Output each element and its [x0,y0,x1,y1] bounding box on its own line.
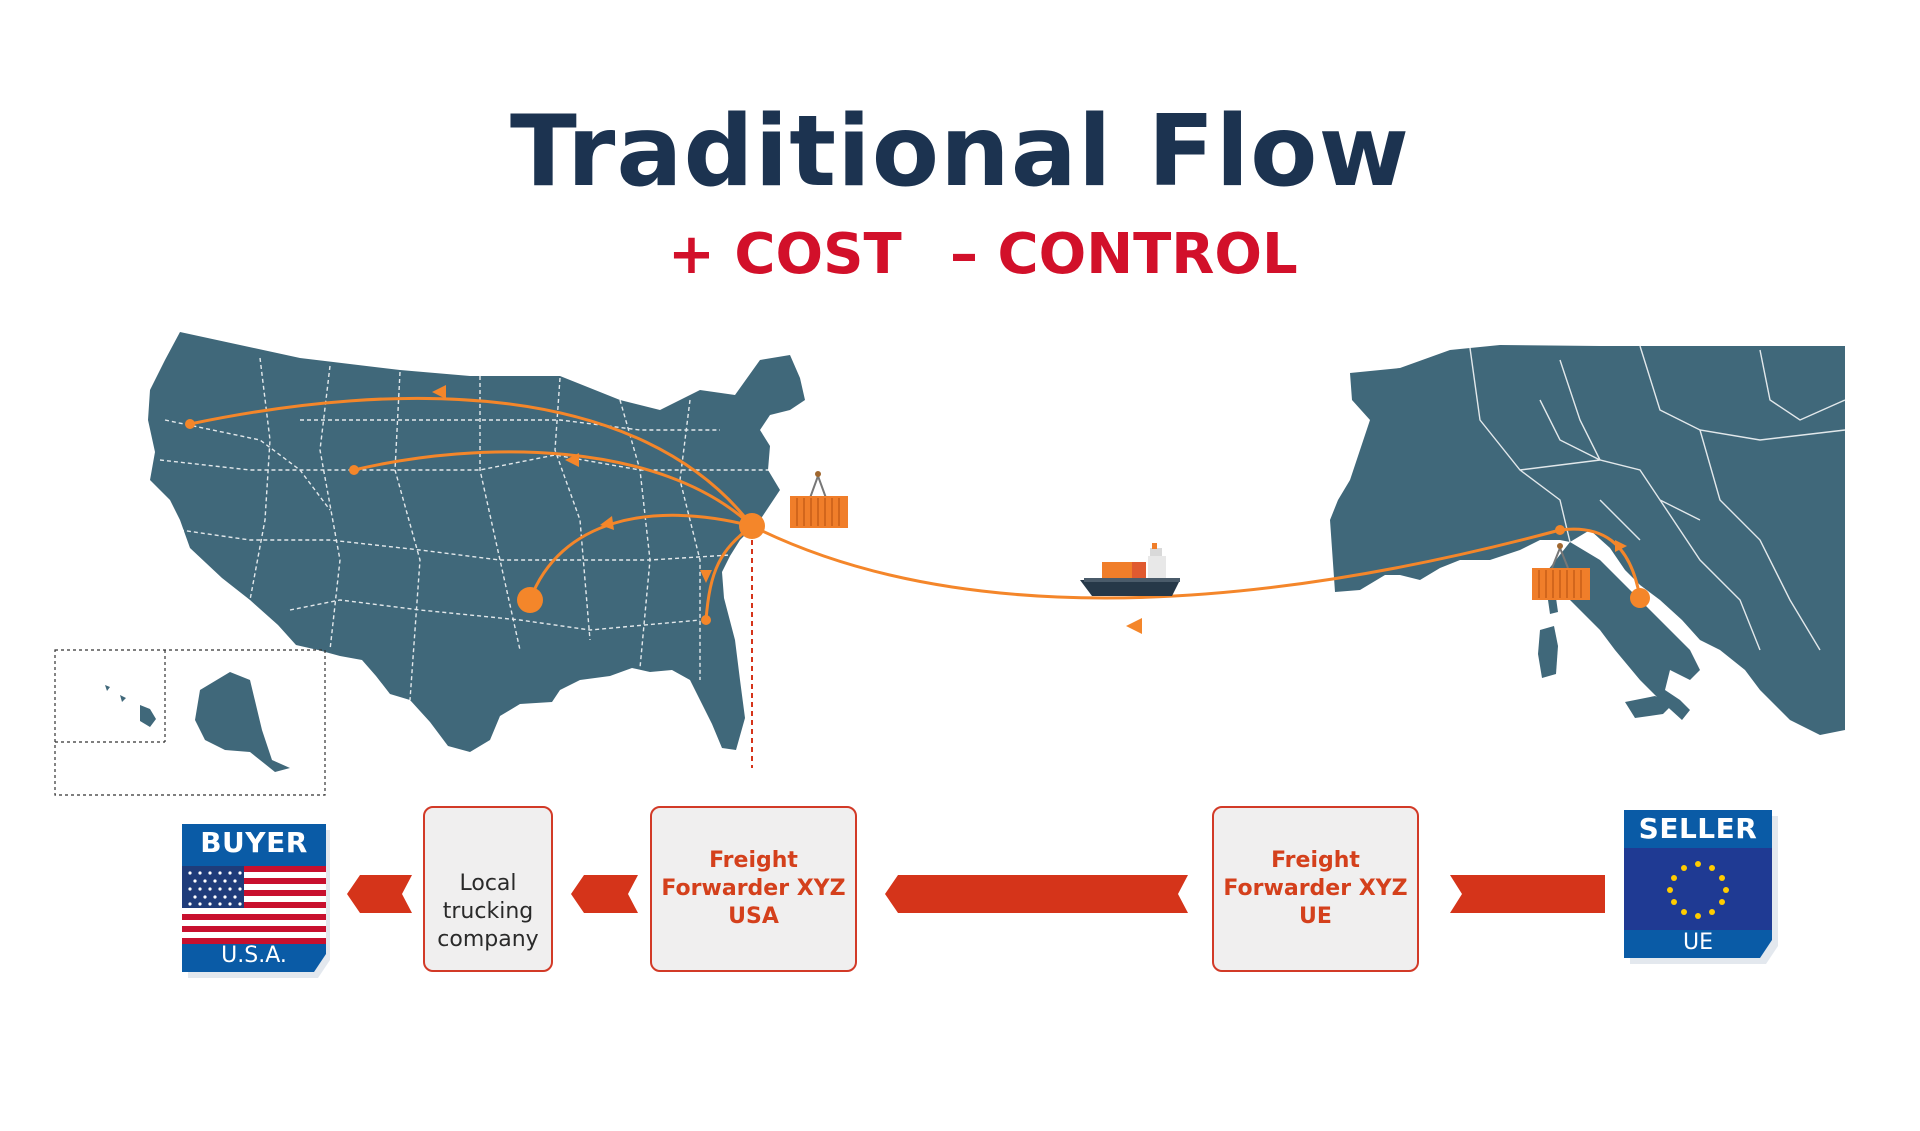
forwarder-usa-line3: USA [728,904,779,929]
forwarder-ue-line2: Forwarder XYZ [1223,876,1408,901]
flow-arrows [347,875,1605,913]
seller-region: UE [1682,930,1713,955]
route-to-south-central [528,513,753,601]
cargo-ship-icon [1080,543,1180,596]
buyer-country: U.S.A. [221,943,287,968]
page-title: Traditional Flow [509,95,1411,209]
europe-borders [1469,345,1846,651]
sicily [1625,696,1673,718]
buyer-badge [182,824,330,978]
route-to-mountain [353,450,754,528]
route-italy [1559,527,1642,599]
trucking-label-line2: trucking [442,899,534,924]
port-usa-marker [739,513,765,539]
arrow-left-icon [571,875,638,913]
usa-map [54,332,805,796]
usa-state-borders [159,357,770,701]
seller-badge [1624,810,1778,964]
usa-flag-icon [182,866,326,944]
forwarder-usa-line1: Freight [709,848,798,873]
usa-mainland [148,332,805,752]
trucking-label-line1: Local [459,871,517,896]
subtitle-control: – CONTROL [950,222,1298,287]
forwarder-ue-line1: Freight [1271,848,1360,873]
inset-frame [54,649,326,796]
alaska [195,672,290,772]
eu-flag-icon [1624,848,1772,930]
trucking-company-box: Local trucking company [423,806,553,972]
trucking-label-line3: company [437,927,539,952]
forwarder-ue-line3: UE [1299,904,1332,929]
port-eu-marker [1555,525,1565,535]
forwarder-usa-line2: Forwarder XYZ [661,876,846,901]
corsica [1548,598,1558,614]
route-arrowhead [432,385,446,399]
freight-forwarder-usa-box: Freight Forwarder XYZ USA [650,806,857,972]
shipping-routes [189,396,1642,621]
buyer-heading: BUYER [200,826,308,859]
route-transatlantic [751,524,1561,600]
route-markers [185,385,1650,634]
sardinia [1538,626,1558,678]
hawaii [105,685,156,727]
container-icon [790,471,848,528]
freight-forwarder-ue-box: Freight Forwarder XYZ UE [1212,806,1419,972]
route-to-northwest [189,396,754,527]
arrow-left-icon [885,875,1188,913]
europe-map [1330,345,1846,735]
europe-mainland [1330,345,1845,735]
arrow-left-icon [1450,875,1605,913]
arrow-left-icon [347,875,412,913]
subtitle-cost: + COST [668,222,902,287]
container-icon [1532,543,1590,600]
seller-heading: SELLER [1638,812,1758,845]
